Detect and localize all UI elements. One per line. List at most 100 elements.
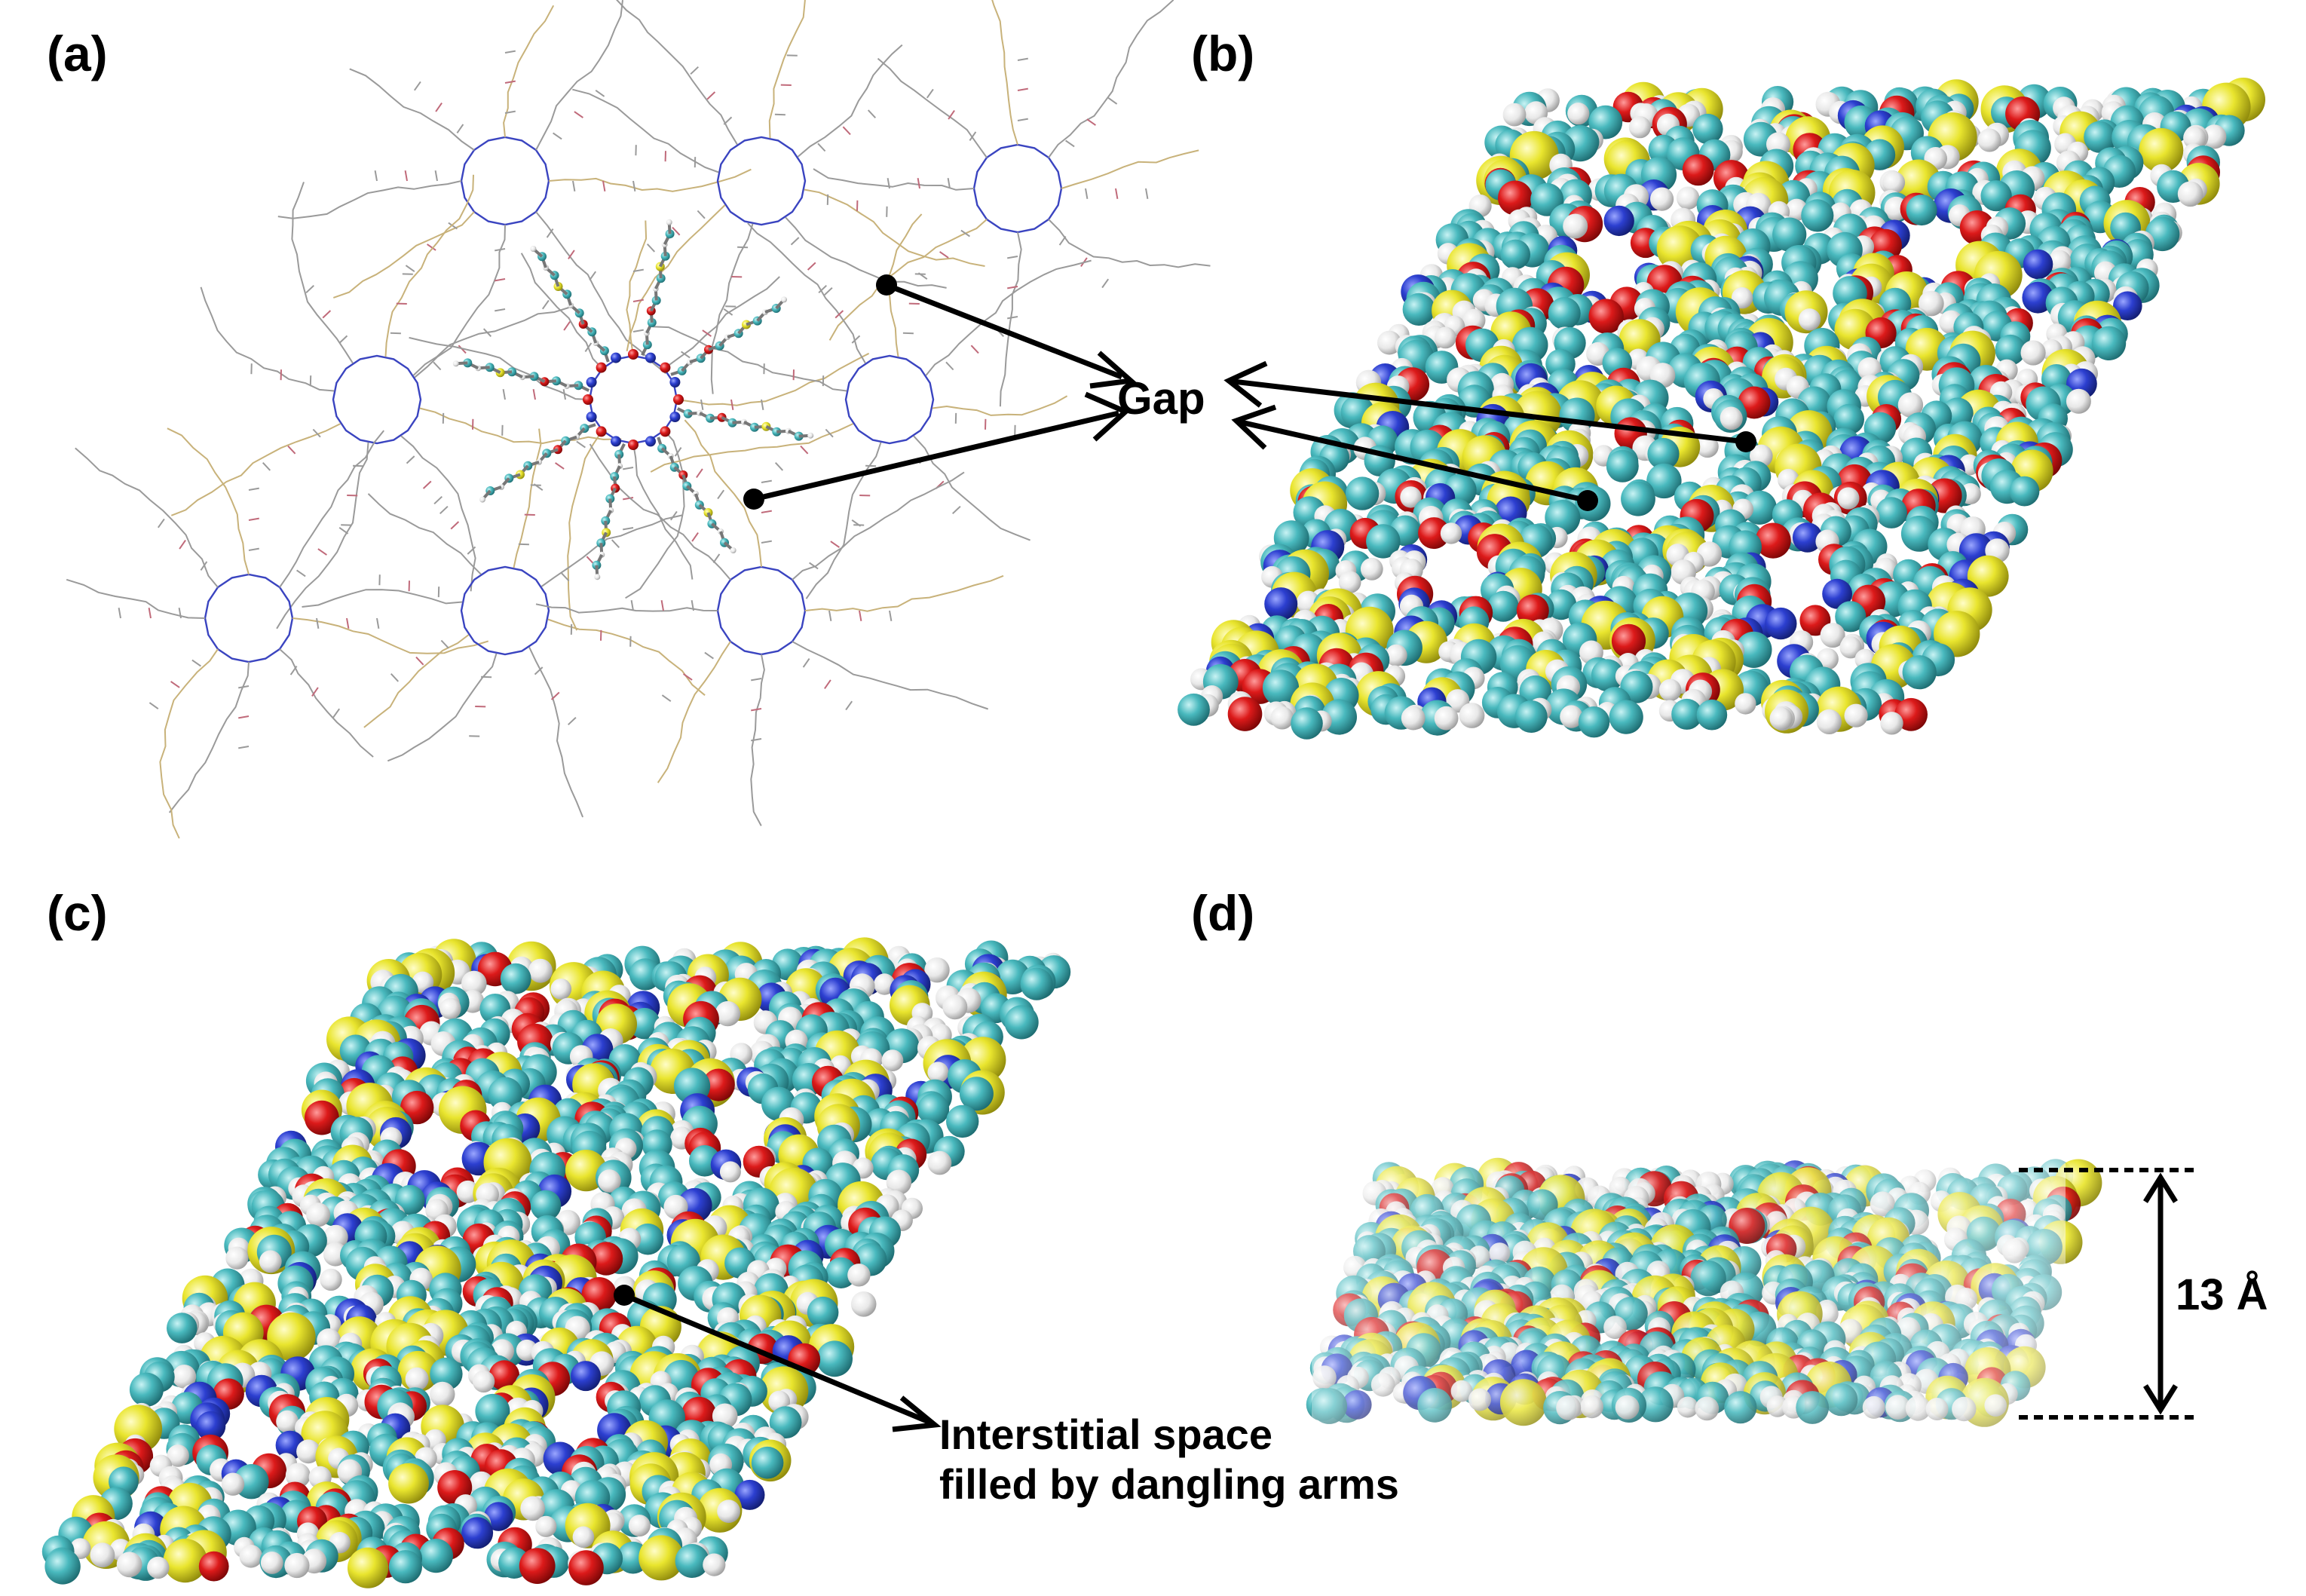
nitrogen-atom (1603, 205, 1634, 237)
carbon-atom (1833, 403, 1864, 435)
hydrogen-atom (405, 1367, 429, 1391)
hydrogen-atom (1882, 171, 1906, 194)
carbon-atom (1742, 490, 1777, 525)
carbon-atom (1020, 967, 1053, 1000)
hydrogen-atom (479, 496, 485, 503)
carbon-atom (1548, 297, 1581, 330)
macrocycle-wireframe (813, 0, 1211, 407)
hydrogen-atom (703, 1553, 726, 1576)
hydrogen-atom (1434, 706, 1459, 731)
hydrogen-atom (1720, 407, 1743, 430)
sulfur-atom (388, 1463, 429, 1504)
panel-label-a: (a) (47, 26, 108, 81)
hydrogen-atom (2183, 126, 2206, 150)
hydrogen-atom (284, 1552, 310, 1579)
oxygen-atom (198, 1551, 229, 1582)
carbon-atom (1692, 113, 1723, 145)
carbon-atom (2091, 326, 2127, 360)
hydrogen-atom (1560, 705, 1583, 728)
nitrogen-atom (586, 377, 597, 388)
carbon-atom (751, 1446, 784, 1479)
oxygen-atom (673, 394, 684, 405)
hydrogen-atom (1844, 703, 1868, 728)
hydrogen-atom (320, 1268, 342, 1291)
gap-arrow-a-upper (885, 282, 1123, 380)
hydrogen-atom (1385, 644, 1407, 666)
thickness-label: 13 Å (2176, 1270, 2268, 1319)
hydrogen-atom (1897, 392, 1924, 418)
panel-b-spacefill (1177, 78, 2265, 740)
oxygen-atom (660, 362, 671, 373)
hydrogen-atom (1798, 308, 1821, 331)
carbon-atom (816, 1340, 853, 1377)
hydrogen-atom (594, 574, 601, 581)
oxygen-atom (596, 362, 607, 373)
carbon-atom (1345, 476, 1380, 510)
carbon-atom (1606, 449, 1639, 482)
oxygen-atom (628, 440, 639, 450)
hydrogen-atom (1400, 486, 1422, 508)
hydrogen-atom (781, 296, 787, 303)
carbon-atom (1980, 180, 2012, 212)
hydrogen-atom (924, 957, 950, 983)
gap-arrow-a-upper-dot (876, 274, 897, 296)
oxygen-atom (1516, 594, 1549, 627)
gap-arrow-b-left-dot (1577, 490, 1598, 511)
panel-d-depth-fade (1312, 1153, 2066, 1440)
gap-arrow-b-right-dot (1735, 431, 1756, 452)
carbon-atom (1578, 706, 1610, 738)
hydrogen-atom (715, 1000, 741, 1027)
carbon-atom (418, 1539, 454, 1573)
hydrogen-atom (221, 1472, 245, 1496)
oxygen-atom (1682, 154, 1714, 186)
panel-label-d: (d) (1191, 885, 1255, 941)
hydrogen-atom (1658, 679, 1682, 702)
gap-arrow-a-lower-dot (743, 489, 764, 510)
nitrogen-atom (1822, 578, 1853, 609)
hydrogen-atom (1696, 435, 1719, 458)
hydrogen-atom (2047, 250, 2072, 273)
carbon-atom (388, 1550, 423, 1584)
hydrogen-atom (2020, 340, 2046, 366)
hydrogen-atom (850, 1291, 877, 1317)
hydrogen-atom (1650, 187, 1674, 211)
carbon-atom (769, 1406, 802, 1439)
hydrogen-atom (260, 1552, 283, 1574)
hydrogen-atom (472, 1370, 495, 1393)
carbon-atom (475, 1393, 510, 1429)
carbon-atom (2009, 476, 2040, 507)
thickness-arrow-top-head (2143, 1172, 2178, 1203)
carbon-atom (1621, 481, 1655, 516)
sulfur-atom (163, 1539, 207, 1583)
hydrogen-atom (1440, 522, 1462, 544)
sulfur-atom (348, 1547, 389, 1588)
hydrogen-atom (730, 547, 737, 553)
carbon-atom (1500, 239, 1530, 270)
hydrogen-atom (530, 246, 537, 252)
hydrogen-atom (285, 1463, 311, 1488)
carbon-atom (1177, 693, 1210, 726)
interstitial-label-line2: filled by dangling arms (939, 1460, 1399, 1508)
carbon-atom (1995, 334, 2026, 366)
hydrogen-atom (535, 1515, 557, 1537)
carbon-atom (1487, 590, 1519, 622)
oxygen-atom (628, 349, 639, 360)
carbon-atom (488, 1077, 523, 1112)
hydrogen-atom (90, 1542, 115, 1568)
oxygen-atom (1588, 299, 1624, 334)
carbon-atom (807, 1296, 839, 1328)
sulfur-atom (2139, 127, 2184, 173)
carbon-atom (1835, 601, 1867, 633)
carbon-atom (959, 1077, 994, 1111)
carbon-atom (1262, 669, 1300, 706)
carbon-atom (1402, 293, 1435, 326)
hydrogen-atom (847, 1264, 871, 1287)
interstitial-arrow (623, 1292, 930, 1425)
hydrogen-atom (225, 1246, 249, 1270)
nitrogen-atom (461, 1517, 494, 1549)
carbon-atom (917, 1093, 950, 1126)
nitrogen-atom (571, 1361, 601, 1392)
nitrogen-atom (734, 1479, 765, 1510)
interstitial-arrow-dot (614, 1285, 635, 1306)
